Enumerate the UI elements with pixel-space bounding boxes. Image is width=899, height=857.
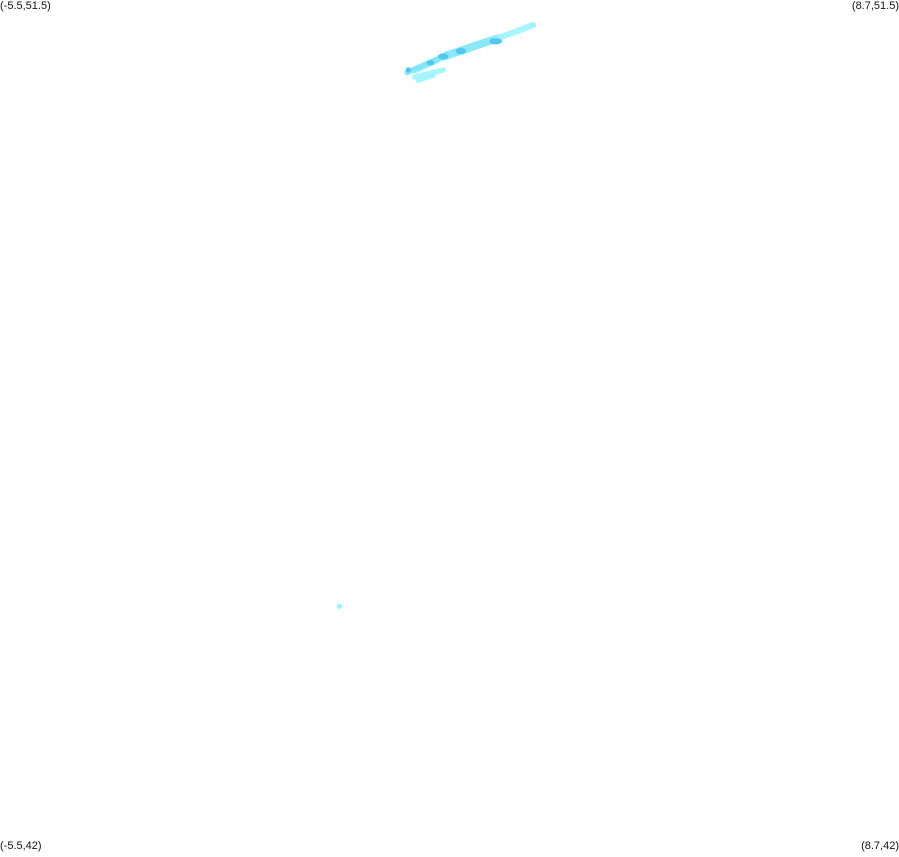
- strip-segment-3: [493, 21, 537, 42]
- lower-strip-segment-2: [415, 73, 436, 83]
- strip-segment-2: [442, 34, 502, 60]
- dot-coast-west: [405, 67, 412, 73]
- lower-strip-segment-1: [411, 67, 446, 80]
- blob-coast-west: [426, 60, 435, 66]
- dot-inland-south: [336, 603, 343, 609]
- corner-label-bottom-right: (8.7,42): [861, 840, 899, 852]
- blob-boulogne: [438, 53, 449, 60]
- blob-tip-east: [530, 22, 536, 28]
- corner-label-bottom-left: (-5.5,42): [0, 840, 42, 852]
- corner-label-top-right: (8.7,51.5): [851, 0, 899, 12]
- corner-label-top-left: (-5.5,51.5): [0, 0, 51, 12]
- blob-dunkirk-east: [489, 38, 503, 45]
- blob-calais: [455, 47, 466, 55]
